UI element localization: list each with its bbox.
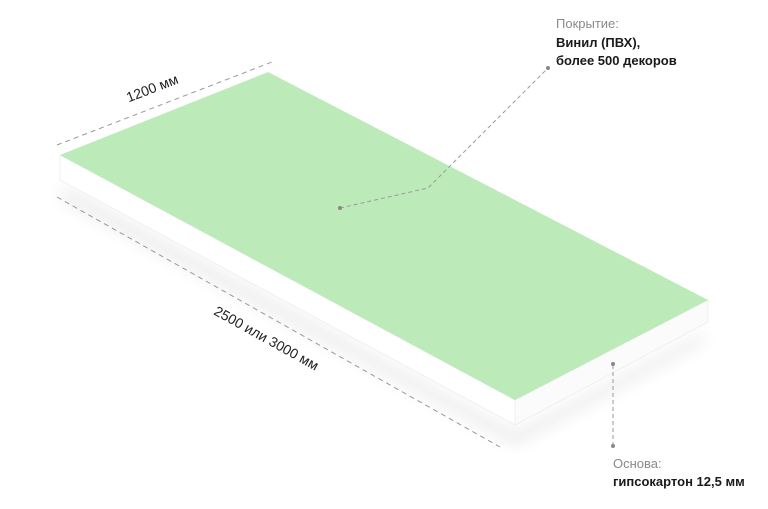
coating-leader-line [339, 67, 549, 209]
length-dimension-line [56, 196, 501, 448]
coating-leader-dot [338, 206, 342, 210]
width-dimension-line [56, 61, 273, 146]
coating-leader-end-dot [546, 66, 550, 70]
base-material: гипсокартон 12,5 мм [613, 474, 745, 489]
coating-decors: более 500 декоров [556, 53, 677, 68]
base-leader-end-dot [611, 444, 615, 448]
coating-title: Покрытие: [556, 16, 619, 31]
base-title: Основа: [613, 456, 662, 471]
coating-material: Винил (ПВХ), [556, 35, 641, 50]
panel-top-face [60, 72, 708, 400]
base-leader-dot [611, 362, 615, 366]
panel-side-right [514, 299, 709, 426]
